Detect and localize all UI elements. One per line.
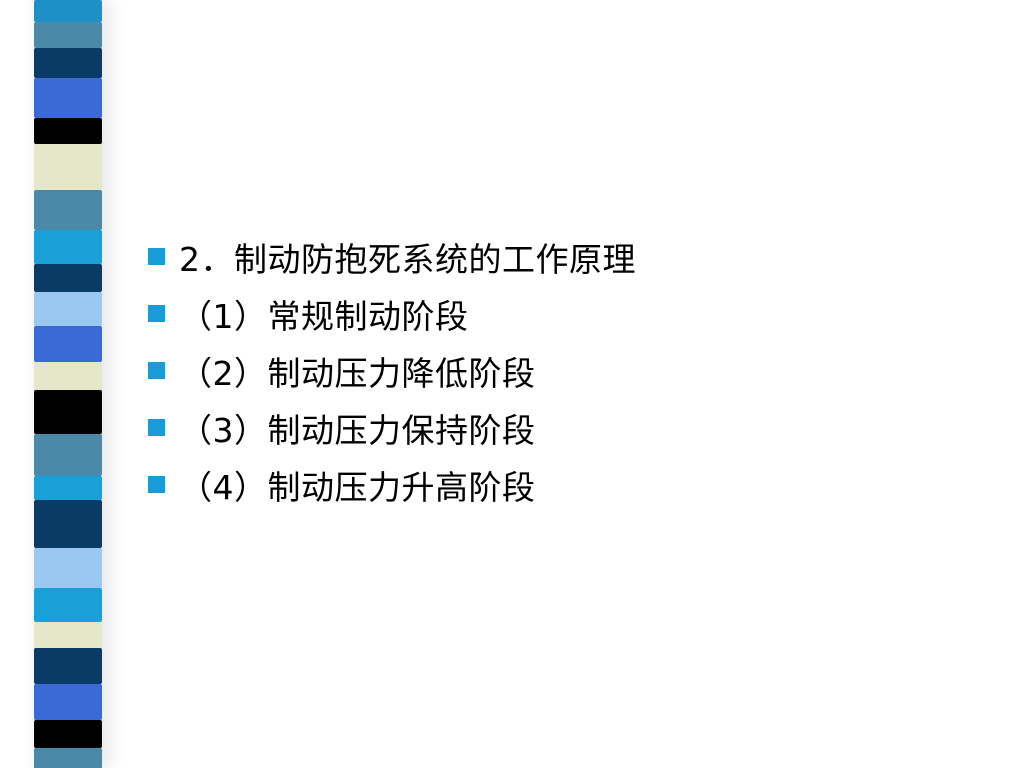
bullet-text: （2）制动压力降低阶段 xyxy=(179,353,536,393)
ribbon-stripe xyxy=(34,720,102,748)
square-bullet-icon xyxy=(148,248,165,265)
square-bullet-icon xyxy=(148,476,165,493)
bullet-text: 2．制动防抱死系统的工作原理 xyxy=(179,239,636,279)
square-bullet-icon xyxy=(148,362,165,379)
ribbon-stripe xyxy=(34,748,102,768)
bullet-item: （2）制动压力降低阶段 xyxy=(148,342,968,399)
ribbon-stripe xyxy=(34,476,102,500)
ribbon-stripe xyxy=(34,390,102,434)
ribbon-stripe xyxy=(34,48,102,78)
ribbon-stripe xyxy=(34,292,102,326)
ribbon-stripe xyxy=(34,434,102,476)
square-bullet-icon xyxy=(148,305,165,322)
ribbon-stripe xyxy=(34,588,102,622)
square-bullet-icon xyxy=(148,419,165,436)
bullet-list: 2．制动防抱死系统的工作原理 （1）常规制动阶段 （2）制动压力降低阶段 （3）… xyxy=(148,228,968,513)
bullet-item: （3）制动压力保持阶段 xyxy=(148,399,968,456)
ribbon-stripe xyxy=(34,684,102,720)
ribbon-stripe xyxy=(34,648,102,684)
bullet-item: 2．制动防抱死系统的工作原理 xyxy=(148,228,968,285)
decorative-ribbon xyxy=(34,0,102,768)
ribbon-stripe xyxy=(34,500,102,548)
bullet-text: （3）制动压力保持阶段 xyxy=(179,410,536,450)
ribbon-stripe xyxy=(34,326,102,362)
bullet-item: （4）制动压力升高阶段 xyxy=(148,456,968,513)
ribbon-stripe xyxy=(34,144,102,190)
ribbon-stripe xyxy=(34,548,102,588)
ribbon-stripe xyxy=(34,22,102,48)
bullet-item: （1）常规制动阶段 xyxy=(148,285,968,342)
ribbon-stripe xyxy=(34,78,102,118)
ribbon-stripe xyxy=(34,190,102,230)
bullet-text: （1）常规制动阶段 xyxy=(179,296,469,336)
ribbon-stripe xyxy=(34,230,102,264)
ribbon-stripe xyxy=(34,362,102,390)
ribbon-stripe xyxy=(34,622,102,648)
ribbon-stripe xyxy=(34,264,102,292)
ribbon-stripe xyxy=(34,118,102,144)
bullet-text: （4）制动压力升高阶段 xyxy=(179,467,536,507)
ribbon-stripe xyxy=(34,0,102,22)
